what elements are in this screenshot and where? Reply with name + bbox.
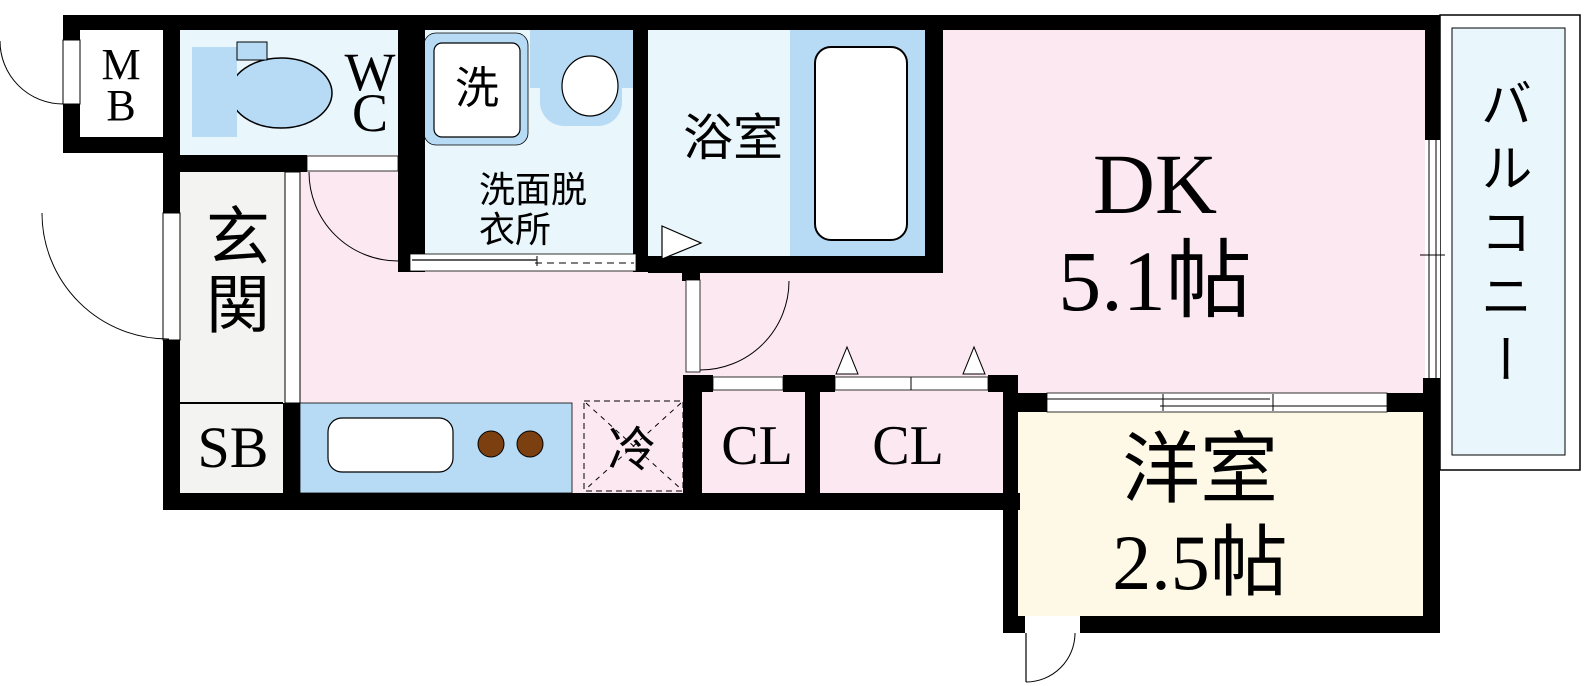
closet-left-label: CL xyxy=(721,415,793,477)
toilet-cistern-icon xyxy=(236,41,268,61)
washing-machine-icon xyxy=(433,42,521,138)
western-room-sliding-door xyxy=(1046,392,1388,413)
closet-door-marker-icon xyxy=(835,345,859,375)
washer-label: 洗 xyxy=(455,64,499,113)
shoe-box-label: SB xyxy=(197,415,269,480)
shoe-box-floor xyxy=(180,403,283,493)
fixtures xyxy=(192,30,908,494)
balcony-floor xyxy=(1451,27,1566,456)
western-room-floor xyxy=(1018,412,1423,616)
closet-right-label: CL xyxy=(872,415,944,477)
stove-burner-icon xyxy=(477,430,505,458)
balcony-window xyxy=(1420,140,1445,378)
closet-door-marker-icon xyxy=(962,345,986,375)
washroom-sliding-door xyxy=(409,253,637,272)
doors-and-windows xyxy=(0,39,1445,683)
bathroom-label: 浴室 xyxy=(683,110,783,166)
wc-label: W C xyxy=(344,42,396,143)
entrance-step xyxy=(284,171,301,404)
washroom-label: 洗面脱 衣所 xyxy=(479,170,588,250)
western-room-door xyxy=(1025,616,1080,683)
bathroom-door-icon xyxy=(661,225,703,260)
toilet-tank-icon xyxy=(192,47,237,137)
door-swing-arc xyxy=(0,40,64,105)
walls xyxy=(63,15,1440,633)
door-swing-arc xyxy=(41,212,170,340)
entrance-floor xyxy=(180,172,285,403)
entrance-label: 玄関 xyxy=(197,203,268,339)
stove-burner-icon xyxy=(516,430,544,458)
balcony-label: バルコニー xyxy=(1472,77,1529,397)
refrigerator-label: 冷 xyxy=(607,424,657,477)
meter-box-door xyxy=(62,39,81,105)
toilet-bowl-icon xyxy=(229,57,333,129)
meter-box-label: M B xyxy=(101,40,141,130)
bathtub-icon xyxy=(814,46,908,241)
wc-door xyxy=(306,155,399,172)
kitchen-sink-icon xyxy=(327,417,454,473)
entrance-door xyxy=(162,212,181,341)
door-swing-arc xyxy=(699,280,790,371)
refrigerator-space xyxy=(583,400,684,492)
washbasin-icon xyxy=(561,55,619,117)
dk-door xyxy=(685,279,701,373)
closet-left-door xyxy=(712,376,784,391)
western-room-label: 洋室 2.5帖 xyxy=(1112,426,1288,606)
door-swing-arc xyxy=(308,171,399,262)
meter-box-floor xyxy=(80,30,163,137)
dk-label: DK 5.1帖 xyxy=(1058,136,1252,329)
